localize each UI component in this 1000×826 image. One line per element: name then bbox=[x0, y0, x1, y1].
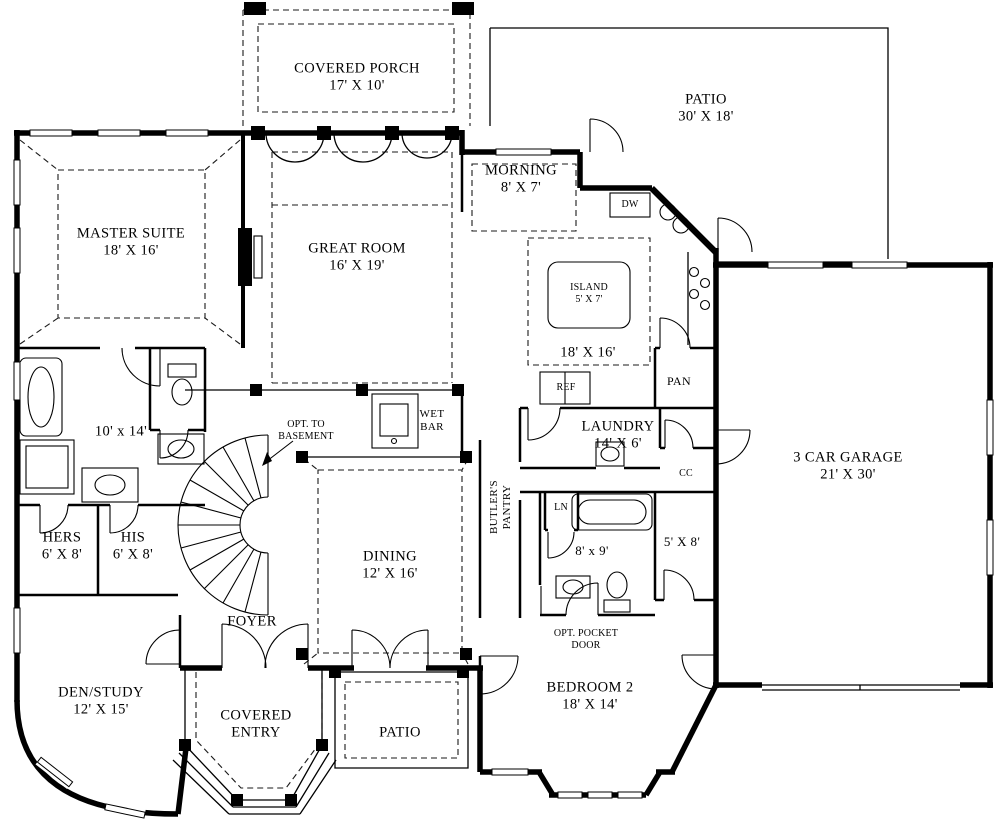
label-wet-bar: WET BAR bbox=[419, 408, 444, 434]
staircase bbox=[177, 434, 294, 616]
room-name: MASTER SUITE bbox=[76, 225, 186, 242]
room-name: FOYER bbox=[227, 613, 277, 630]
label-morning: MORNING 8' X 7' bbox=[485, 163, 557, 198]
room-dims: 18' X 14' bbox=[562, 697, 618, 713]
label-island: ISLAND 5' X 7' bbox=[570, 282, 608, 306]
columns-posts bbox=[179, 2, 474, 806]
room-dims: 18' X 16' bbox=[103, 243, 159, 259]
thin-lines bbox=[172, 27, 960, 815]
room-name: PANTRY bbox=[501, 484, 513, 530]
note-line: OPT. TO bbox=[287, 419, 325, 430]
note-line: DOOR bbox=[571, 640, 601, 651]
label-dining: DINING 12' X 16' bbox=[362, 549, 418, 584]
label-patio-top: PATIO 30' X 18' bbox=[678, 92, 734, 127]
label-covered-entry: COVERED ENTRY bbox=[220, 708, 291, 743]
room-name: COVERED PORCH bbox=[294, 60, 420, 77]
label-foyer: FOYER bbox=[227, 613, 277, 630]
label-laundry: LAUNDRY 14' X 6' bbox=[582, 419, 655, 454]
windows bbox=[11, 127, 996, 822]
room-dims: 30' X 18' bbox=[678, 109, 734, 125]
room-dims: 21' X 30' bbox=[820, 467, 876, 483]
room-name: ENTRY bbox=[231, 725, 281, 741]
room-name: PAN bbox=[666, 373, 692, 388]
room-dims: 16' X 19' bbox=[329, 258, 385, 274]
room-dims: 17' X 10' bbox=[329, 78, 385, 94]
room-dims: 18' X 16' bbox=[560, 344, 616, 361]
interior-walls bbox=[17, 133, 716, 672]
label-cc: CC bbox=[679, 468, 693, 480]
label-kitchen-dims: 18' X 16' bbox=[560, 344, 616, 361]
label-closet2-dims: 5' X 8' bbox=[664, 534, 700, 550]
label-ref: REF bbox=[557, 382, 576, 394]
label-pan: PAN bbox=[667, 374, 691, 388]
room-dims: 8' X 7' bbox=[500, 180, 542, 196]
label-master-suite: MASTER SUITE 18' X 16' bbox=[77, 226, 185, 261]
label-dw: DW bbox=[621, 199, 638, 211]
note-line: OPT. POCKET bbox=[553, 628, 619, 639]
label-patio-bottom: PATIO bbox=[379, 724, 421, 741]
room-dims: 14' X 6' bbox=[594, 436, 642, 452]
room-name: COVERED bbox=[220, 707, 292, 724]
room-name: LAUNDRY bbox=[581, 418, 655, 435]
door-arcs bbox=[39, 118, 753, 695]
label-hers: HERS 6' X 8' bbox=[42, 530, 82, 565]
room-name: PATIO bbox=[379, 724, 421, 741]
room-dims: 12' X 15' bbox=[73, 702, 129, 718]
room-dims: 10' x 14' bbox=[94, 423, 148, 440]
room-name: REF bbox=[556, 382, 576, 393]
label-covered-porch: COVERED PORCH 17' X 10' bbox=[294, 61, 420, 96]
room-name: DEN/STUDY bbox=[58, 684, 144, 701]
room-name: BEDROOM 2 bbox=[546, 679, 634, 696]
room-dims: 12' X 16' bbox=[362, 566, 418, 582]
room-name: HIS bbox=[120, 529, 146, 546]
label-ln: LN bbox=[554, 502, 568, 514]
room-dims: 8' x 9' bbox=[575, 543, 609, 559]
label-master-bath-dims: 10' x 14' bbox=[95, 423, 147, 440]
label-great-room: GREAT ROOM 16' X 19' bbox=[308, 241, 406, 276]
label-garage: 3 CAR GARAGE 21' X 30' bbox=[793, 450, 903, 485]
room-dims: 5' X 8' bbox=[663, 534, 701, 550]
label-bedroom2: BEDROOM 2 18' X 14' bbox=[547, 680, 634, 715]
room-name: HERS bbox=[42, 529, 82, 546]
room-dims: 6' X 8' bbox=[112, 547, 154, 563]
room-name: CC bbox=[679, 468, 693, 479]
label-den-study: DEN/STUDY 12' X 15' bbox=[58, 685, 144, 720]
label-butlers-pantry: BUTLER'S PANTRY bbox=[488, 480, 514, 534]
label-his: HIS 6' X 8' bbox=[113, 530, 153, 565]
room-name: ISLAND bbox=[570, 282, 608, 293]
basement-arrow bbox=[262, 452, 272, 466]
room-name: MORNING bbox=[484, 162, 558, 179]
room-name: LN bbox=[554, 502, 568, 513]
room-name: BAR bbox=[420, 421, 444, 433]
note-line: BASEMENT bbox=[278, 431, 334, 442]
room-dims: 6' X 8' bbox=[41, 547, 83, 563]
room-name: WET bbox=[419, 407, 445, 420]
room-name: 3 CAR GARAGE bbox=[793, 449, 903, 466]
label-bath2-dims: 8' x 9' bbox=[575, 543, 609, 559]
room-dims: 5' X 7' bbox=[575, 294, 603, 305]
room-name: BUTLER'S bbox=[487, 479, 500, 535]
room-name: DINING bbox=[363, 548, 417, 565]
room-name: PATIO bbox=[685, 91, 727, 108]
room-name: GREAT ROOM bbox=[308, 240, 406, 257]
label-opt-pocket-door: OPT. POCKET DOOR bbox=[554, 628, 618, 652]
label-opt-basement: OPT. TO BASEMENT bbox=[278, 419, 334, 443]
room-name: DW bbox=[621, 199, 639, 210]
